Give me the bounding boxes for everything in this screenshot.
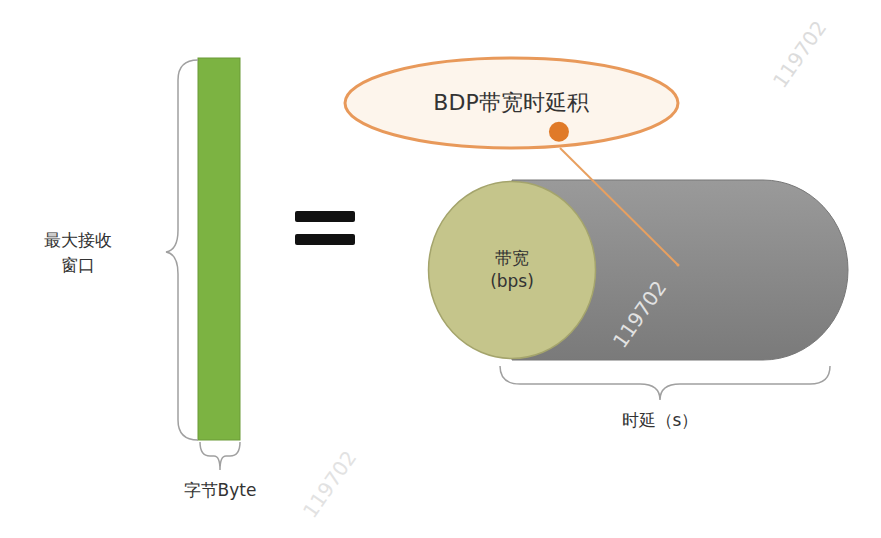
window-bar [198, 58, 240, 440]
pointer-dot [548, 122, 568, 142]
brace [166, 60, 198, 440]
callout-bubble-shape [345, 58, 678, 148]
callout-bubble: BDP带宽时延积 [342, 55, 681, 151]
equals-sign [295, 211, 355, 222]
bandwidth-text: 带宽 (bps) [477, 247, 547, 293]
brace [500, 366, 830, 400]
equals-sign [295, 234, 355, 245]
axis-label: 时延（s） [600, 408, 720, 433]
watermark: 119702 [762, 9, 837, 99]
cylinder-end: 带宽 (bps) [427, 180, 597, 360]
axis-label: 最大接收 窗口 [38, 228, 118, 277]
brace [200, 442, 240, 470]
leader-end [677, 264, 680, 267]
watermark: 119702 [292, 439, 367, 529]
unit-label: 字节Byte [170, 478, 270, 503]
node-outline [427, 180, 597, 360]
text-holder: BDP带宽时延积 [401, 88, 621, 118]
cylinder-end-shape [429, 182, 596, 359]
text-holder: 带宽 (bps) [477, 247, 547, 293]
callout-text: BDP带宽时延积 [401, 88, 621, 118]
